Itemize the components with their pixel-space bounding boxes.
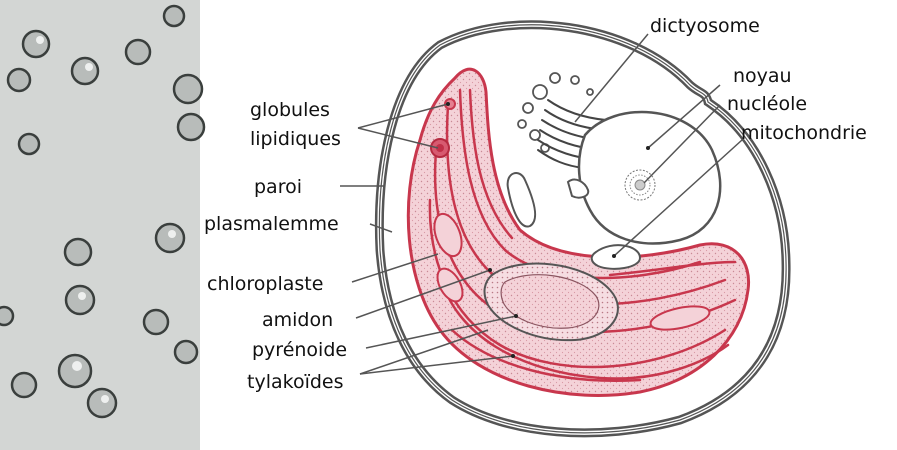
label-lipidiques: lipidiques bbox=[250, 128, 341, 150]
cell-drawing bbox=[379, 25, 786, 433]
label-chloroplaste: chloroplaste bbox=[207, 273, 323, 295]
micrograph-panel bbox=[0, 0, 204, 450]
label-tylakoides: tylakoïdes bbox=[247, 371, 344, 393]
label-pyrenoide: pyrénoide bbox=[252, 339, 347, 361]
label-noyau: noyau bbox=[733, 65, 792, 87]
label-nucleole: nucléole bbox=[727, 93, 807, 115]
nucleolus bbox=[625, 170, 655, 200]
label-paroi: paroi bbox=[254, 176, 302, 198]
label-dictyosome: dictyosome bbox=[650, 15, 760, 37]
label-mitochondrie: mitochondrie bbox=[741, 122, 867, 144]
label-amidon: amidon bbox=[262, 309, 333, 331]
label-plasmalemme: plasmalemme bbox=[204, 213, 339, 235]
label-globules: globules bbox=[250, 99, 330, 121]
